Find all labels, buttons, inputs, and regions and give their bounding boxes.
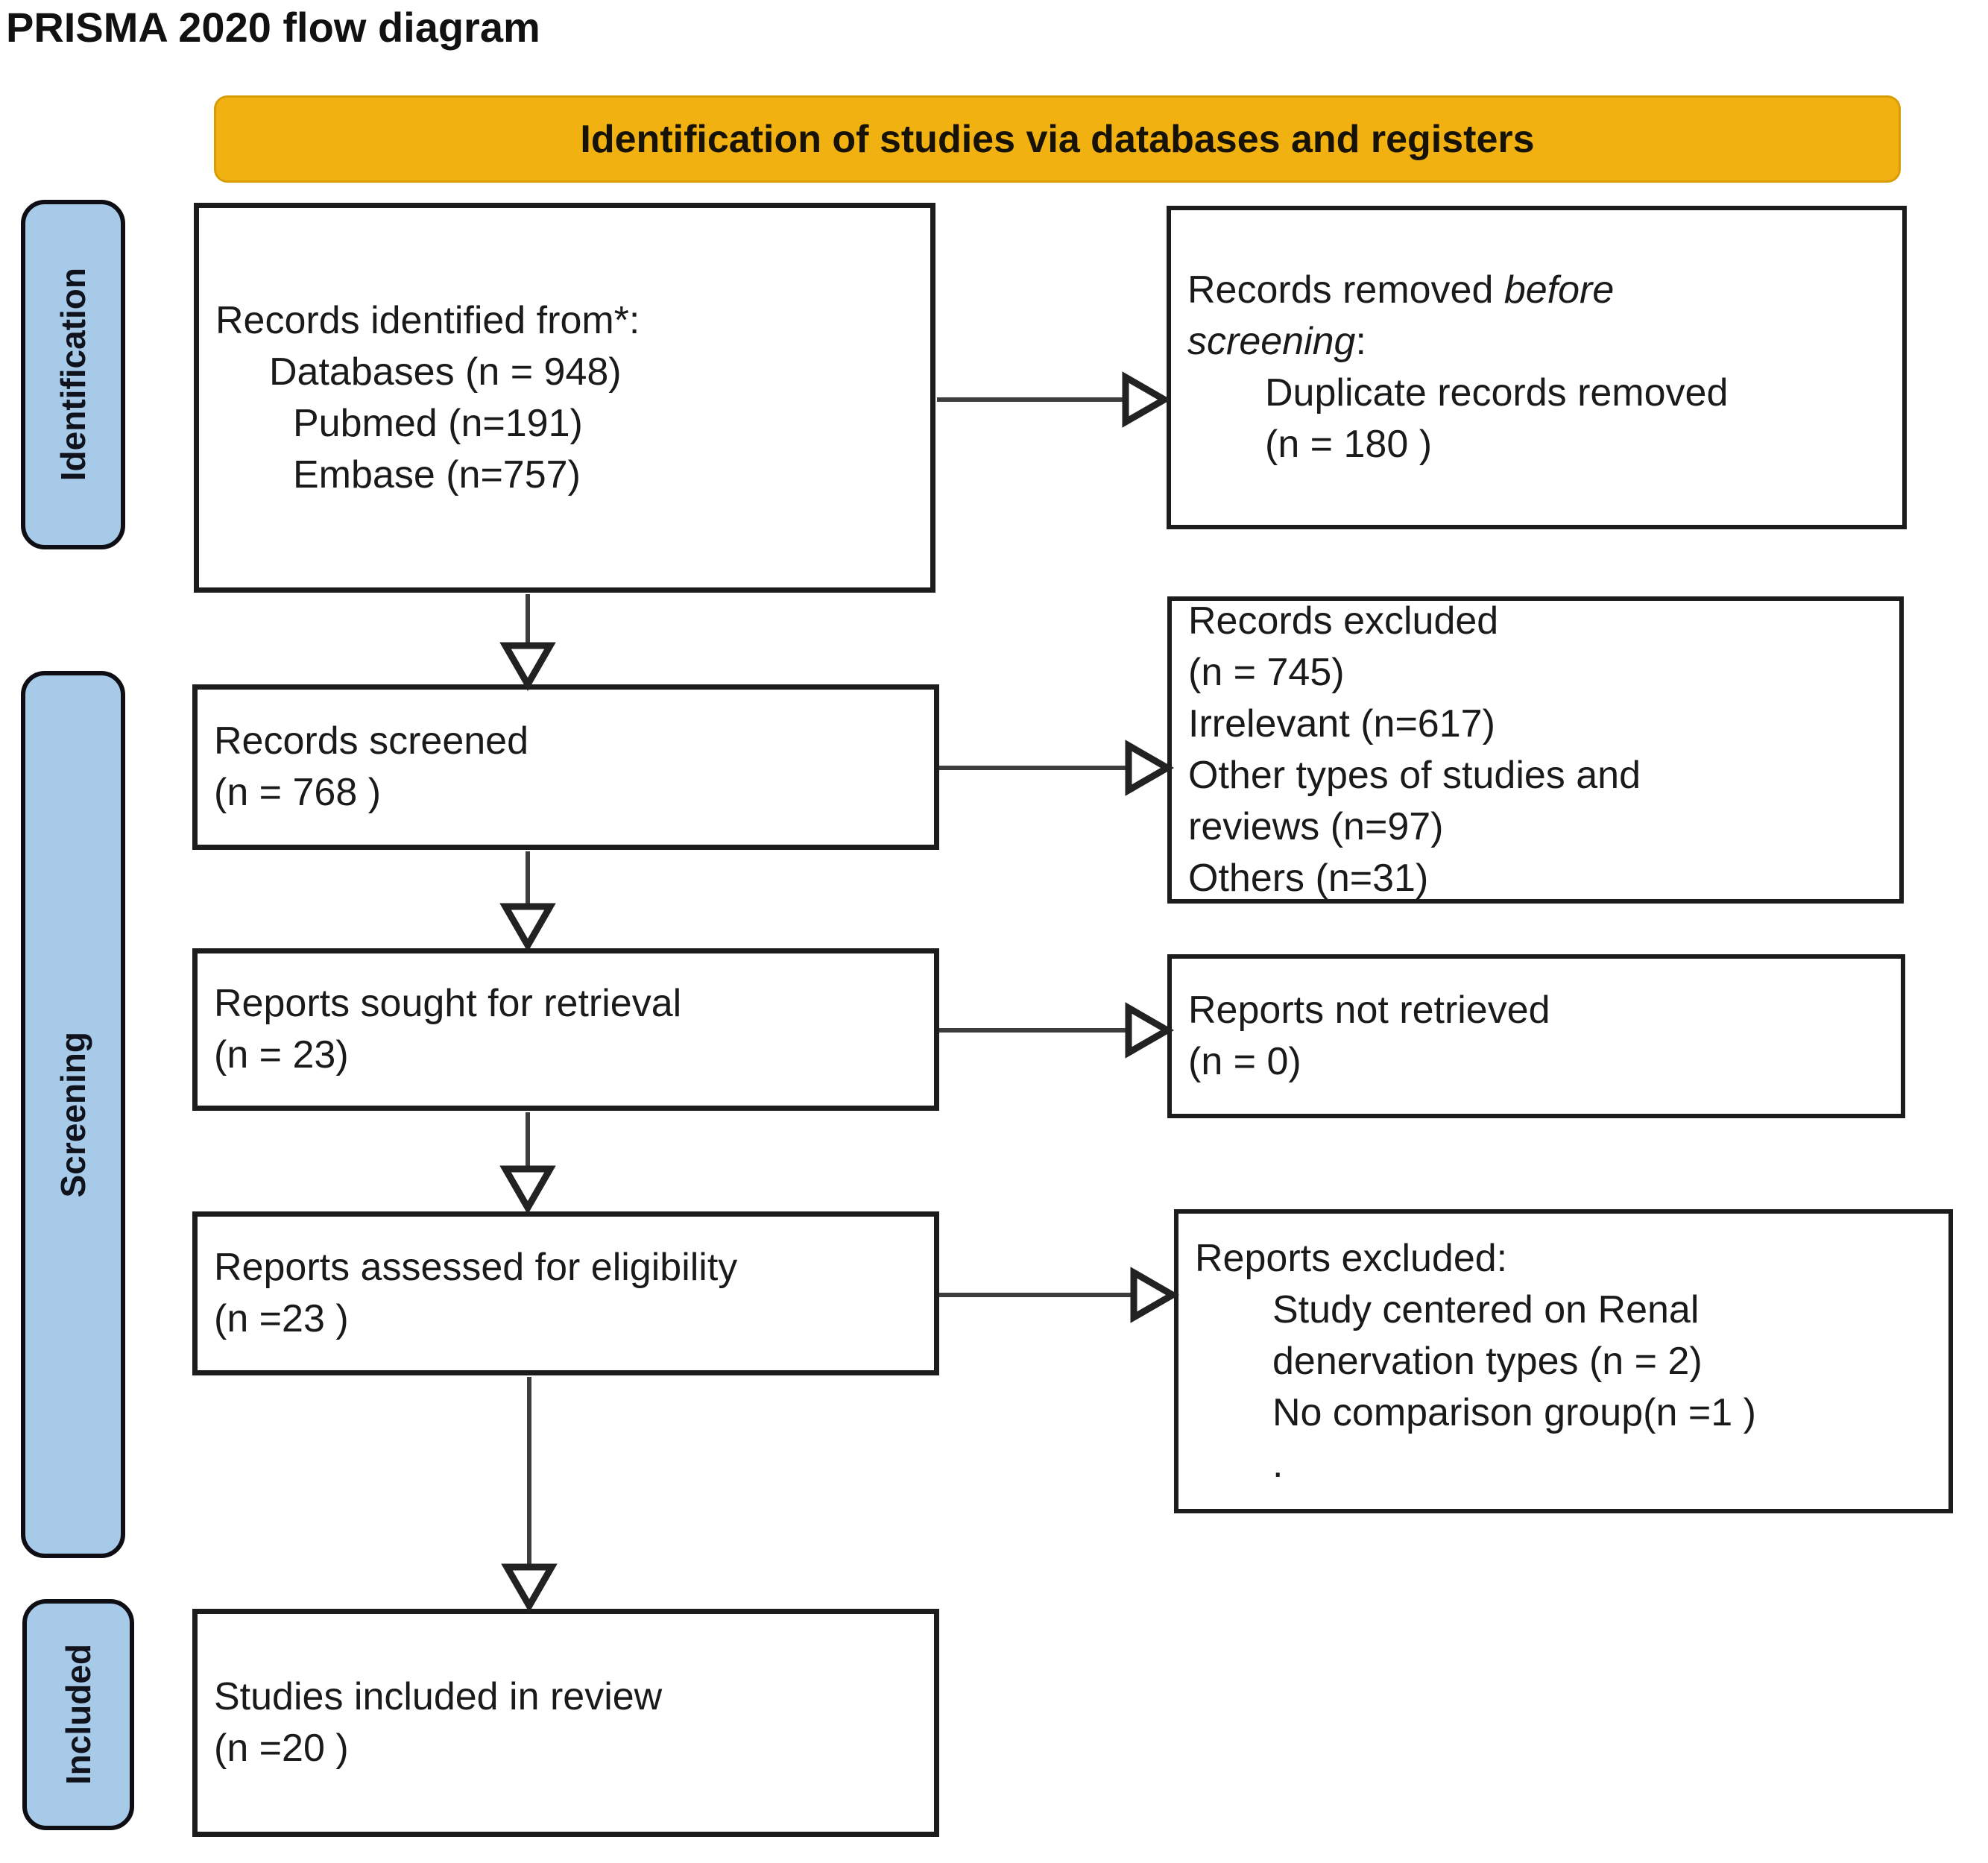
- text-line: Records excluded: [1188, 599, 1499, 643]
- text-line: Records identified from*:: [215, 298, 640, 342]
- stage-included-label: Included: [59, 1644, 98, 1785]
- arrow-screened-to-sought: [499, 851, 556, 953]
- box-reports-not-retrieved: Reports not retrieved (n = 0): [1167, 954, 1905, 1118]
- text-line: Other types of studies and: [1188, 754, 1641, 797]
- text-line: Reports assessed for eligibility: [214, 1246, 738, 1289]
- arrow-assessed-to-included: [501, 1377, 558, 1613]
- text-line: Reports not retrieved: [1188, 989, 1550, 1032]
- box-records-removed: Records removed before screening: Duplic…: [1167, 206, 1907, 529]
- text-line: Irrelevant (n=617): [1188, 702, 1495, 745]
- text-line: Studies included in review: [214, 1675, 663, 1718]
- arrow-assessed-to-reports-excluded: [939, 1267, 1180, 1323]
- text-line: (n = 768 ): [214, 771, 382, 814]
- text-line: Databases (n = 948): [269, 350, 622, 394]
- text-line: No comparison group(n =1 ): [1272, 1390, 1756, 1434]
- arrow-identified-to-screened: [499, 594, 556, 692]
- text-line: (n = 23): [214, 1033, 349, 1076]
- text-line: Duplicate records removed: [1265, 371, 1729, 414]
- stage-screening-label: Screening: [54, 1031, 92, 1198]
- text-line: (n =20 ): [214, 1727, 349, 1770]
- text-line: (n = 180 ): [1265, 423, 1433, 466]
- arrow-screened-to-excluded: [939, 740, 1175, 796]
- box-studies-included: Studies included in review (n =20 ): [192, 1609, 939, 1837]
- text-line: Others (n=31): [1188, 857, 1429, 900]
- banner-identification-of-studies: Identification of studies via databases …: [214, 95, 1901, 183]
- arrow-identified-to-removed: [937, 371, 1172, 428]
- box-reports-assessed: Reports assessed for eligibility (n =23 …: [192, 1211, 939, 1375]
- text-line: (n = 745): [1188, 651, 1345, 694]
- text-line: screening:: [1187, 316, 1889, 368]
- text-line: (n = 0): [1188, 1040, 1301, 1083]
- box-reports-sought: Reports sought for retrieval (n = 23): [192, 948, 939, 1111]
- stage-identification-label: Identification: [54, 268, 92, 482]
- text-segment: :: [1355, 320, 1366, 363]
- arrow-sought-to-not-retrieved: [939, 1002, 1175, 1059]
- text-line: Records screened: [214, 719, 528, 763]
- arrow-sought-to-assessed: [499, 1112, 556, 1215]
- page-title: PRISMA 2020 flow diagram: [6, 4, 540, 51]
- text-segment-italic: before: [1503, 268, 1615, 312]
- text-line: Reports sought for retrieval: [214, 982, 682, 1025]
- text-line: reviews (n=97): [1188, 805, 1444, 848]
- stage-identification: Identification: [21, 200, 125, 549]
- box-reports-excluded: Reports excluded: Study centered on Rena…: [1174, 1209, 1953, 1513]
- text-line: Pubmed (n=191): [293, 401, 583, 445]
- stage-screening: Screening: [21, 671, 125, 1558]
- stage-included: Included: [22, 1599, 134, 1830]
- text-line: Study centered on Renal: [1272, 1287, 1700, 1331]
- text-line: Reports excluded:: [1195, 1236, 1508, 1280]
- box-records-screened: Records screened (n = 768 ): [192, 684, 939, 850]
- text-line: Records removed before: [1187, 265, 1889, 316]
- text-segment-italic: screening: [1187, 320, 1356, 363]
- banner-label: Identification of studies via databases …: [580, 117, 1535, 161]
- box-records-identified: Records identified from*: Databases (n =…: [194, 203, 935, 593]
- text-line: .: [1272, 1442, 1284, 1486]
- box-records-excluded: Records excluded (n = 745) Irrelevant (n…: [1167, 596, 1904, 904]
- text-line: Embase (n=757): [293, 453, 581, 497]
- text-segment: Records removed: [1187, 268, 1504, 312]
- text-line: denervation types (n = 2): [1272, 1339, 1703, 1383]
- text-line: (n =23 ): [214, 1297, 349, 1340]
